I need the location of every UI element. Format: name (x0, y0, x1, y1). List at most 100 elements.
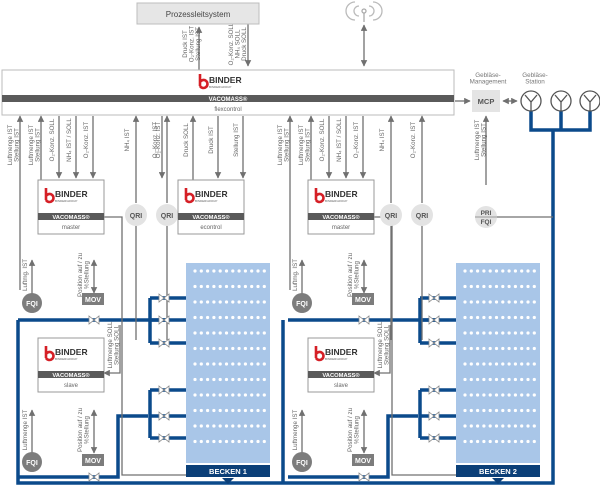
line1-qri-circle (156, 204, 178, 226)
valve-body (428, 338, 440, 348)
line1-fqi-upper (22, 293, 42, 313)
diffuser-dot (199, 377, 203, 382)
diffuser-dot (250, 408, 254, 413)
line2-branch-valve-icon (428, 315, 440, 325)
diffuser-dot (212, 300, 216, 304)
diffuser-dot (231, 393, 235, 397)
line2-mov-lower (352, 454, 374, 466)
valve-body (428, 385, 440, 395)
diffuser-dot (469, 424, 473, 428)
diffuser-dot (199, 439, 203, 444)
diffuser-dot (469, 315, 473, 320)
diffuser-dot (231, 346, 235, 351)
diffuser-dot (488, 269, 492, 273)
diffuser-dot (256, 315, 260, 320)
line1-slave-model: slave (64, 383, 79, 389)
diffuser-dot (476, 284, 480, 289)
valve-body (358, 472, 370, 482)
diffuser-dot (482, 315, 486, 320)
diffuser-dot (469, 393, 473, 397)
flexcontrol-logo-icon (198, 74, 209, 90)
diffuser-dot (532, 377, 536, 382)
flexcontrol-model: flexcontrol (214, 107, 241, 113)
line1-slave-band (38, 371, 104, 378)
diffuser-dot (488, 393, 492, 397)
diffuser-dot (526, 439, 530, 444)
diffuser-dot (513, 331, 518, 335)
diffuser-dot (250, 393, 254, 397)
line2-slave-in (373, 325, 391, 377)
line2-basin-label: BECKEN 2 (479, 467, 517, 476)
econtrol-brand: BINDER (195, 189, 228, 199)
econtrol-product: VACOMASS® (192, 214, 230, 221)
diffuser-dot (501, 439, 505, 444)
diffuser-dot (193, 269, 197, 273)
diffuser-dot (501, 315, 505, 320)
blower-icon (550, 90, 572, 112)
diffuser-dot (476, 300, 480, 304)
diffuser-dot (262, 393, 266, 397)
diffuser-dot (476, 315, 480, 320)
valve-body (158, 433, 170, 443)
diffuser-dot (224, 424, 229, 428)
diffuser-dot (224, 269, 229, 273)
diffuser-dot (193, 393, 197, 397)
diffuser-dot (224, 346, 229, 351)
diffuser-dot (501, 300, 505, 304)
line2-fqi-up-label: Luftmg. IST (292, 259, 299, 291)
diffuser-dot (212, 377, 216, 382)
main-air-pipe (16, 130, 555, 485)
line2-slave-brand-sub: BINDERGROUP (325, 357, 347, 361)
diffuser-dot (256, 393, 260, 397)
flexcontrol-box (1, 69, 455, 116)
diffuser-dot (256, 377, 260, 382)
diffuser-dot (501, 284, 505, 289)
diffuser-dot (224, 331, 229, 335)
valve-body (428, 411, 440, 421)
line2-label-nh4: NH₄ IST / SOLL (336, 118, 343, 162)
diffuser-dot (237, 331, 241, 335)
valve-body (358, 315, 370, 325)
diffuser-dot (206, 300, 210, 304)
diffuser-dot (526, 393, 530, 397)
valve-body (158, 411, 170, 421)
diffuser-dot (237, 393, 241, 397)
diffuser-dot (476, 362, 480, 366)
diffuser-dot (237, 300, 241, 304)
diffuser-dot (237, 284, 241, 289)
line2-header-pipe-lower (288, 414, 418, 479)
line1-master-brand-sub: BINDERGROUP (55, 199, 77, 203)
diffuser-dot (488, 284, 492, 289)
diffuser-dot (237, 424, 241, 428)
diffuser-dot (199, 393, 203, 397)
diffuser-dot (199, 408, 203, 413)
diffuser-dot (494, 315, 499, 320)
line1-qri-label-text: QRI (130, 213, 143, 220)
diffuser-dot (507, 269, 511, 273)
line2-fqi-lower (292, 452, 312, 472)
diffuser-dot (501, 424, 505, 428)
diffuser-dot (476, 269, 480, 273)
diffuser-dot (231, 362, 235, 366)
diffuser-dot (250, 300, 254, 304)
diffuser-dot (520, 424, 524, 428)
diffuser-dot (488, 408, 492, 413)
line1-fqi-upper-label: FQI (26, 301, 38, 308)
blower-y-symbol (554, 94, 568, 111)
diffuser-dot (482, 284, 486, 289)
diffuser-dot (469, 269, 473, 273)
line2-slave-box (307, 337, 375, 393)
diffuser-dot (520, 315, 524, 320)
diffuser-dot (507, 408, 511, 413)
line2-qri-label: NH₄ IST (379, 128, 386, 151)
diffuser-dot (513, 362, 518, 366)
diffuser-dot (482, 408, 486, 413)
diffuser-dot (231, 269, 235, 273)
line2-slave-band (308, 371, 374, 378)
line2-branch-valve-icon (428, 433, 440, 443)
flexcontrol-brand-sub: BINDERGROUP (209, 85, 231, 89)
diffuser-dot (193, 315, 197, 320)
diffuser-dot (463, 393, 467, 397)
line1-label-o2soll: O₂-Konz. SOLL (49, 118, 56, 161)
line2-qri-label-text: QRI (385, 213, 398, 220)
